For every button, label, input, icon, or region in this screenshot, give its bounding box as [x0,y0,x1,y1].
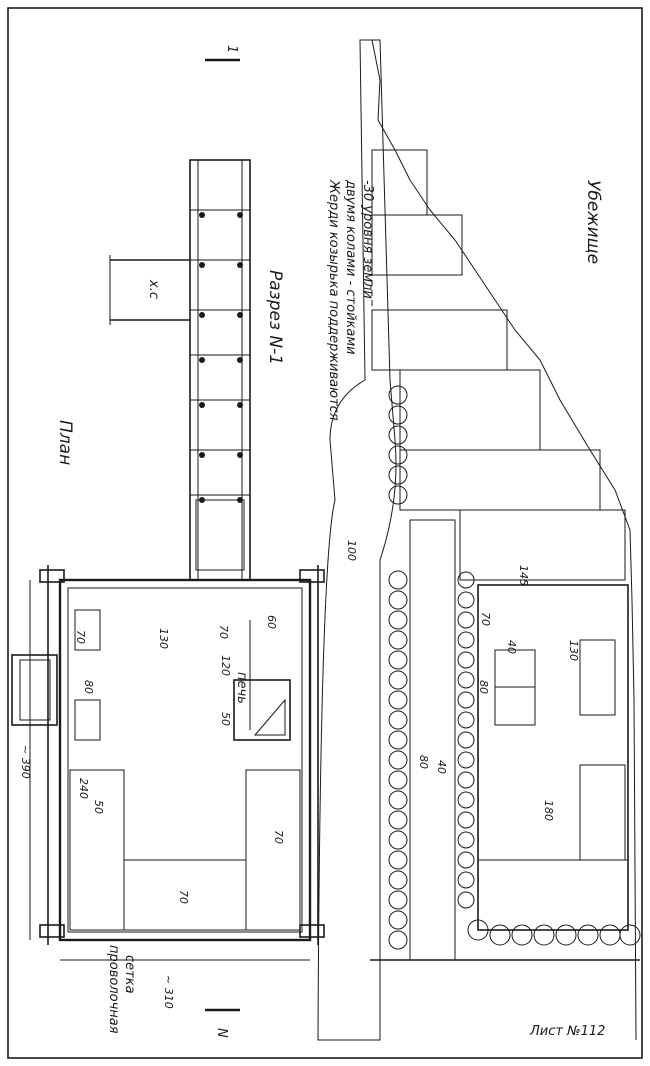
dim-overall-width: ~ 310 [162,975,175,1009]
dim-50: 50 [219,712,232,726]
sheet-border [7,7,643,1059]
ground-edge [371,39,637,1041]
stove-label: печь [234,672,249,704]
dim-240: 240 [77,778,90,799]
section-title: Разрез N-1 [265,270,285,365]
corridor-posts [199,212,243,503]
plan-title: План [55,420,75,465]
roof-steps [371,149,626,581]
dim-40: 40 [435,760,448,774]
dim-180: 180 [542,800,555,821]
dim-50b: 50 [92,800,105,814]
shelter-interior [477,584,629,931]
dim-130b: 130 [567,640,580,661]
section-mark: 1 [224,45,239,53]
mesh-label-2: сетка [122,955,137,994]
plan-view [11,159,325,961]
sheet-number: Лист №112 [529,1024,605,1039]
earth-fill [409,519,456,961]
dim-80b: 80 [417,755,430,769]
dim-overall-length: ~ 390 [19,745,32,779]
mesh-label: проволочная [106,945,121,1034]
dim-70e: 70 [479,612,492,626]
stove [233,679,291,741]
passage-label: х.с [146,279,161,299]
dim-70d: 70 [177,890,190,904]
dim-70a: 70 [217,625,230,639]
room-walls [58,578,312,942]
dim-120: 120 [219,655,232,676]
dim-80c: 80 [477,680,490,694]
dim-70b: 70 [74,630,87,644]
corridor-walls [189,159,251,581]
corridor-steps [190,209,250,496]
dim-70c: 70 [272,830,285,844]
floor-logs [467,919,641,946]
note-line-1: Жерди козырька поддерживаются [326,179,341,421]
note-line-2: двумя колами - стойками [343,179,358,355]
dim-80: 80 [82,680,95,694]
earth-embankment [317,39,397,1041]
section-view [317,39,641,1041]
dim-60: 60 [265,615,278,629]
shelter-title: Убежище [583,180,603,264]
bench-left [69,769,125,931]
dim-145: 145 [517,565,530,586]
dim-130: 130 [157,628,170,649]
section-mark-bottom: N [214,1028,229,1038]
dim-100: 100 [345,540,358,561]
note-line-3: -30 уровня земли [360,180,375,299]
vent-frame [11,654,58,726]
dim-40b: 40 [505,640,518,654]
dimension-labels: ~ 390 ~ 310 130 70 60 120 50 80 70 240 5… [19,540,580,1009]
log-wall [388,385,475,950]
labels: План Разрез N-1 Убежище 1 N Жерди козырь… [55,45,605,1039]
bench-bottom [123,859,247,931]
bench-right [245,769,301,931]
